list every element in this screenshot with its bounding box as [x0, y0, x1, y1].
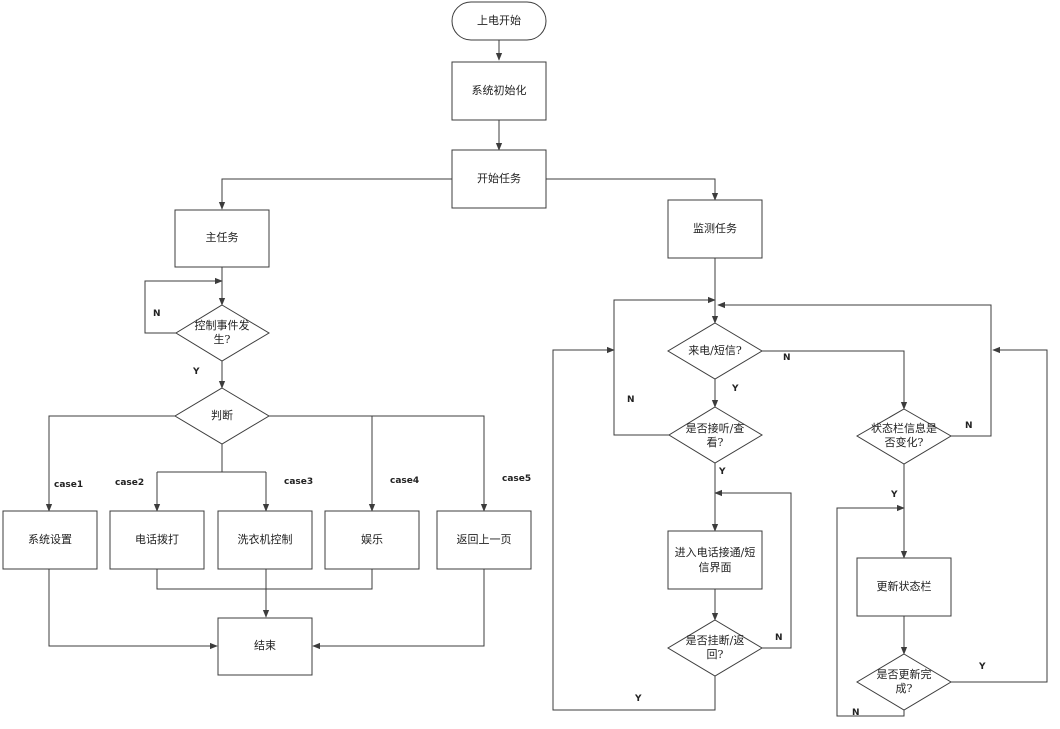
- answer-view-decision: [668, 406, 763, 464]
- control-event-label-1: 控制事件发: [195, 318, 250, 332]
- start-tasks-label: 开始任务: [477, 171, 521, 185]
- go-back-box: [436, 510, 532, 570]
- washer-control-box: [217, 510, 313, 570]
- update-status-label: 更新状态栏: [877, 579, 932, 593]
- sys-settings-box: [2, 510, 98, 570]
- judge-label: 判断: [211, 408, 233, 422]
- arrow-hangup-no-loop: [714, 489, 792, 649]
- phone-dial-box: [109, 510, 205, 570]
- hangup-yes-label: Y: [634, 694, 642, 704]
- status-changed-label-2: 否变化?: [885, 435, 924, 449]
- end-box: [217, 617, 313, 676]
- arrow-status-no-loop: [717, 301, 992, 437]
- monitor-task-box: [667, 199, 763, 259]
- judge-decision: [174, 387, 270, 445]
- case5-label: case5: [502, 474, 531, 484]
- monitor-task-label: 监测任务: [693, 222, 737, 235]
- enter-ui-label-2: 信界面: [699, 561, 732, 574]
- arrow-case1: [45, 415, 175, 512]
- arrow-answer-no-loop: [613, 296, 716, 436]
- done-yes-label: Y: [978, 662, 986, 672]
- case4-label: case4: [390, 476, 419, 486]
- enter-ui-box: [667, 530, 763, 590]
- status-yes-label: Y: [890, 490, 898, 500]
- answer-view-label-1: 是否接听/查: [686, 421, 745, 435]
- status-changed-label-1: 状态栏信息是: [871, 421, 937, 435]
- status-no-label: N: [965, 421, 973, 431]
- hangup-decision: [667, 619, 763, 677]
- main-task-box: [174, 209, 270, 268]
- hangup-label-1: 是否挂断/返: [686, 633, 745, 647]
- arrow-tasks-to-monitor: [546, 178, 719, 201]
- init-box: [451, 61, 547, 121]
- case1-label: case1: [54, 480, 83, 490]
- event-yes-label: Y: [192, 367, 200, 377]
- answer-view-label-2: 看?: [707, 435, 724, 449]
- update-done-decision: [856, 653, 952, 711]
- sys-settings-label: 系统设置: [28, 533, 72, 546]
- arrow-incoming-no: [762, 350, 908, 410]
- start-label: 上电开始: [477, 13, 521, 27]
- edge-labels: N Y case1 case2 case3 case4 case5 Y N N …: [54, 309, 986, 718]
- line-merge-middle: [156, 569, 373, 590]
- arrow-settings-to-end: [48, 569, 218, 650]
- update-done-label-2: 成?: [896, 682, 913, 695]
- incoming-no-label: N: [783, 353, 791, 363]
- update-status-box: [856, 557, 952, 617]
- entertainment-label: 娱乐: [361, 532, 383, 546]
- case3-label: case3: [284, 477, 313, 487]
- main-task-label: 主任务: [206, 231, 239, 244]
- arrow-done-no-loop: [836, 504, 905, 717]
- arrow-event-no-loop: [144, 277, 223, 334]
- incoming-label: 来电/短信?: [688, 343, 742, 357]
- arrow-hangup-yes-loop: [552, 346, 716, 711]
- line-judge-right: [269, 415, 485, 511]
- end-label: 结束: [254, 639, 276, 652]
- entertainment-box: [324, 510, 420, 570]
- go-back-label: 返回上一页: [457, 533, 512, 546]
- init-label: 系统初始化: [472, 83, 527, 97]
- arrow-done-yes-loop: [951, 346, 1048, 683]
- control-event-decision: [175, 304, 270, 362]
- case2-label: case2: [115, 478, 144, 488]
- answer-yes-label: Y: [718, 467, 726, 477]
- incoming-yes-label: Y: [731, 384, 739, 394]
- washer-control-label: 洗衣机控制: [238, 532, 293, 546]
- arrow-tasks-to-main: [218, 178, 452, 210]
- start-terminator: [451, 1, 547, 41]
- nodes: 上电开始 系统初始化 开始任务 主任务 控制事件发 生? 判断 系统设置 电话拨…: [2, 1, 952, 711]
- answer-no-label: N: [627, 395, 635, 405]
- done-no-label: N: [852, 708, 860, 718]
- connectors: [45, 40, 1048, 717]
- control-event-label-2: 生?: [214, 332, 231, 346]
- event-no-label: N: [153, 309, 161, 319]
- status-changed-decision: [856, 408, 952, 465]
- phone-dial-label: 电话拨打: [135, 532, 179, 546]
- enter-ui-label-1: 进入电话接通/短: [675, 545, 756, 559]
- start-tasks-box: [451, 149, 547, 209]
- hangup-label-2: 回?: [707, 648, 724, 661]
- incoming-decision: [667, 322, 763, 380]
- hangup-no-label: N: [775, 633, 783, 643]
- update-done-label-1: 是否更新完: [877, 667, 932, 681]
- arrow-back-to-end: [312, 569, 485, 650]
